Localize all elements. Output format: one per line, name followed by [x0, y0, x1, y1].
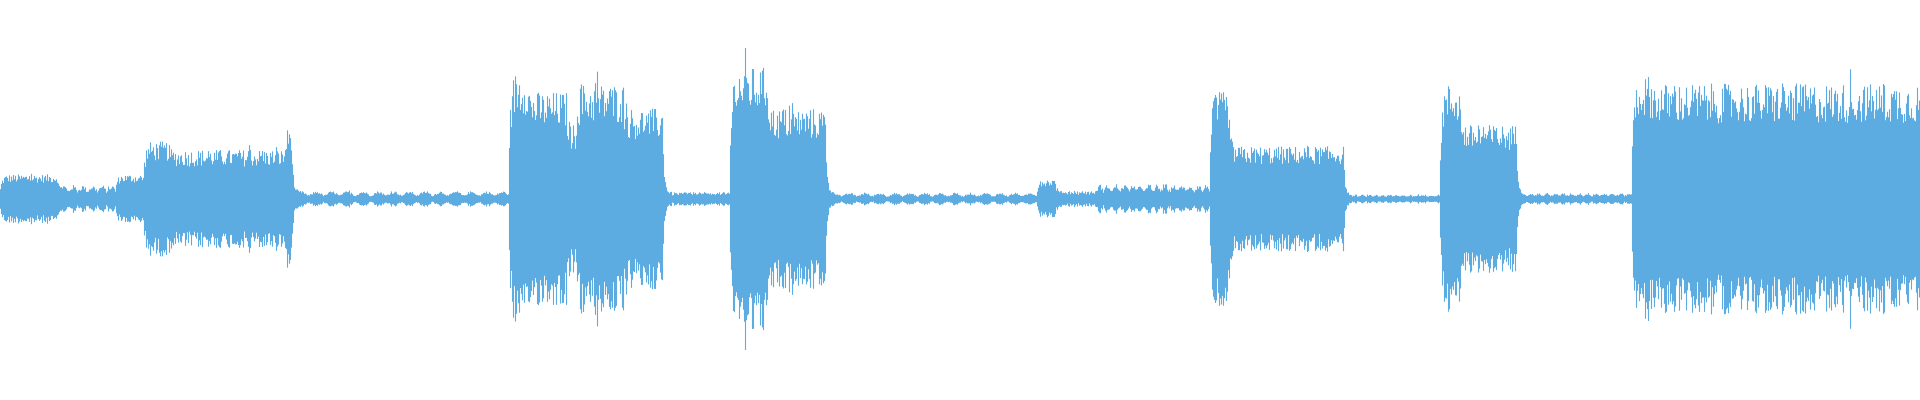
waveform-bars: [0, 48, 1920, 350]
